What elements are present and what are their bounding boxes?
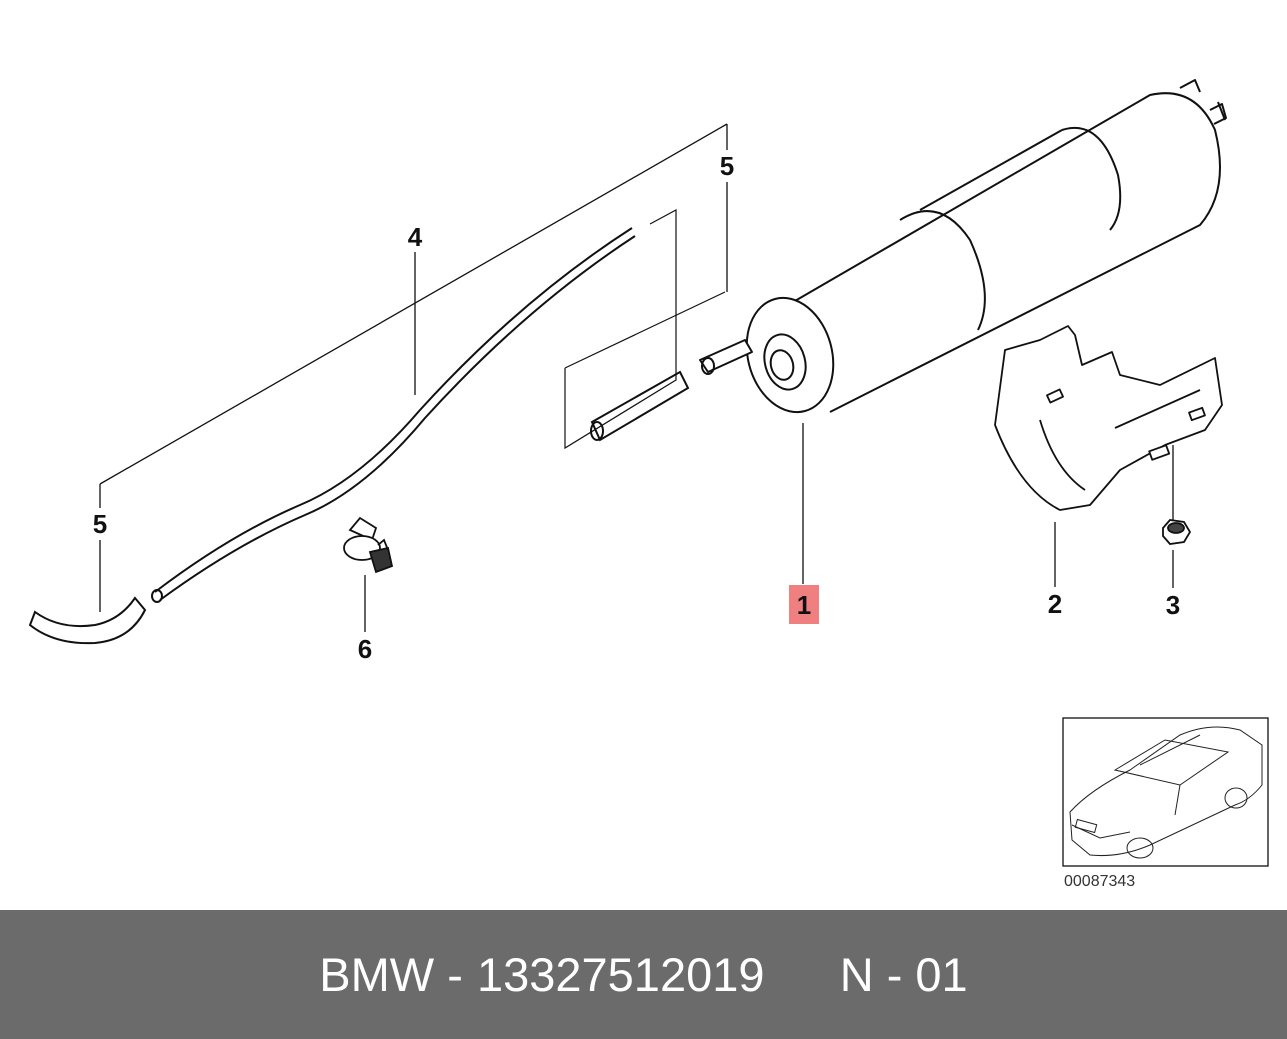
thumbnail-frame: [1062, 717, 1269, 867]
clip-drawing: [343, 516, 394, 574]
callout-2[interactable]: 2: [1048, 589, 1062, 619]
footer-brand: BMW -: [319, 948, 463, 1001]
short-hose-drawing: [564, 208, 726, 450]
callout-5-left[interactable]: 5: [93, 509, 107, 539]
vehicle-thumbnail: 00087343: [1062, 717, 1269, 890]
callout-labels: 1 2 3 4 5 5 6: [93, 151, 1180, 664]
callout-6[interactable]: 6: [358, 634, 372, 664]
thumbnail-id: 00087343: [1064, 873, 1135, 890]
footer-part-number: 13327512019: [476, 948, 765, 1001]
callout-1-highlight: [789, 585, 819, 624]
leader-lines: [99, 123, 1174, 632]
nut-drawing: [1162, 519, 1192, 545]
part-info-footer: BMW - 13327512019 N - 01: [0, 910, 1287, 1039]
callout-1[interactable]: 1: [797, 590, 811, 620]
callout-5-top[interactable]: 5: [720, 151, 734, 181]
callout-3[interactable]: 3: [1166, 590, 1180, 620]
footer-page-ref: N - 01: [839, 948, 968, 1001]
parts-diagram: 1 2 3 4 5 5 6 00087343: [28, 79, 1269, 890]
fuel-filter-drawing: [699, 79, 1227, 414]
bracket-drawing: [994, 325, 1223, 511]
long-hose-drawing: [28, 227, 636, 645]
car-outline-icon: [1069, 726, 1263, 859]
callout-4[interactable]: 4: [408, 222, 423, 252]
